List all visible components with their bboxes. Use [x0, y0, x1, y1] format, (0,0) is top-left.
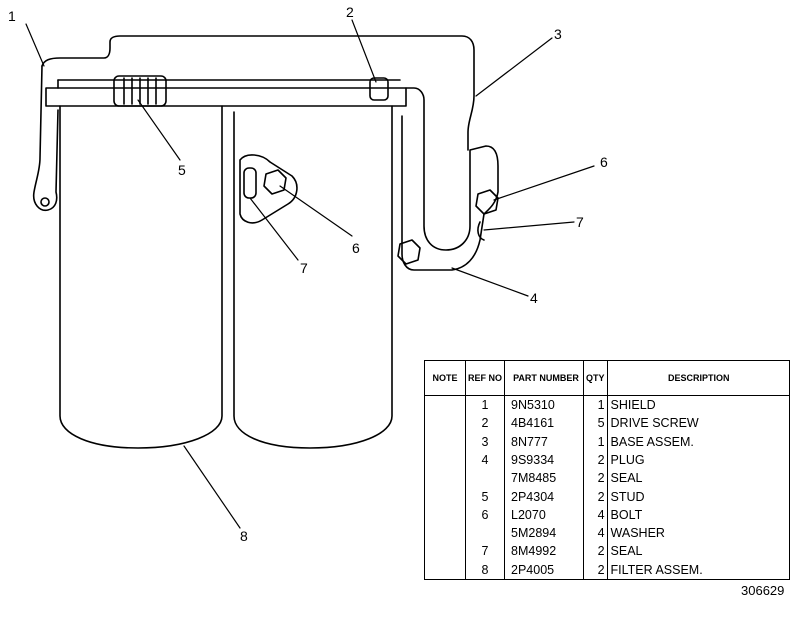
cell-qty: 4: [583, 524, 608, 543]
cell-qty: 1: [583, 395, 608, 415]
cell-qty: 2: [583, 469, 608, 488]
document-number: 306629: [741, 583, 785, 598]
cell-note: [424, 395, 466, 415]
shield: [41, 35, 475, 151]
cell-part: 8N777: [504, 432, 585, 451]
cell-qty: 4: [583, 505, 608, 525]
seal: [243, 167, 257, 199]
housing-bolt-icon: [475, 189, 499, 215]
cell-ref: [465, 524, 506, 543]
base-top-bar: [45, 87, 407, 107]
cell-desc: SHIELD: [610, 398, 656, 413]
cell-part: 2P4005: [504, 560, 585, 580]
cell-ref: 5: [465, 487, 506, 506]
callout-2: 2: [346, 4, 354, 20]
cell-desc: DRIVE SCREW: [610, 416, 699, 431]
cell-part: 8M4992: [504, 542, 585, 561]
cell-desc: BOLT: [610, 507, 643, 522]
base-housing: [401, 87, 499, 271]
callout-1: 1: [8, 8, 16, 24]
cell-part: 9N5310: [504, 395, 585, 415]
cell-part: 4B4161: [504, 414, 585, 433]
cell-part: 2P4304: [504, 487, 585, 506]
cell-note: [424, 524, 466, 543]
cell-qty: 5: [583, 414, 608, 433]
cell-ref: 1: [465, 395, 506, 415]
cell-ref: 4: [465, 450, 506, 470]
cell-note: [424, 487, 466, 506]
housing-bolt-lower-icon: [397, 239, 421, 265]
leader-lines: [25, 19, 595, 529]
parts-table-header: NOTE REF NO PART NUMBER QTY DESCRIPTION: [424, 360, 790, 396]
stud: [113, 75, 167, 107]
cell-part: 5M2894: [504, 524, 585, 543]
callout-4: 4: [530, 290, 538, 306]
cell-note: [424, 469, 466, 488]
callout-6-housing: 6: [600, 154, 608, 170]
cell-desc: BASE ASSEM.: [610, 434, 694, 449]
header-ref-no: REF NO: [465, 360, 506, 396]
callout-7-filter: 7: [300, 260, 308, 276]
callout-5: 5: [178, 162, 186, 178]
cell-note: [424, 450, 466, 470]
housing-seal: [477, 221, 485, 241]
cell-ref: 6: [465, 505, 506, 525]
cell-note: [424, 560, 466, 580]
cell-desc: SEAL: [610, 471, 643, 486]
callout-8: 8: [240, 528, 248, 544]
callout-6-filter: 6: [352, 240, 360, 256]
mounting-bracket: [239, 154, 298, 224]
cell-part: 7M8485: [504, 469, 585, 488]
header-note: NOTE: [424, 360, 466, 396]
cell-qty: 1: [583, 432, 608, 451]
cell-qty: 2: [583, 542, 608, 561]
cell-note: [424, 542, 466, 561]
cell-qty: 2: [583, 560, 608, 580]
cell-note: [424, 505, 466, 525]
parts-list-table: NOTE REF NO PART NUMBER QTY DESCRIPTION …: [424, 360, 790, 580]
header-description: DESCRIPTION: [607, 360, 790, 396]
callout-7-housing: 7: [576, 214, 584, 230]
drive-screw: [369, 77, 389, 101]
cell-part: L2070: [504, 505, 585, 525]
cell-ref: 2: [465, 414, 506, 433]
cell-qty: 2: [583, 450, 608, 470]
header-qty: QTY: [583, 360, 608, 396]
cell-ref: [465, 469, 506, 488]
cell-part: 9S9334: [504, 450, 585, 470]
cell-desc: SEAL: [610, 544, 643, 559]
shield-left-tab: [32, 65, 59, 212]
cell-desc: STUD: [610, 489, 645, 504]
cell-desc: WASHER: [610, 526, 665, 541]
header-part-number: PART NUMBER: [504, 360, 585, 396]
cell-desc: PLUG: [610, 453, 645, 468]
cell-qty: 2: [583, 487, 608, 506]
callout-3: 3: [554, 26, 562, 42]
cell-ref: 7: [465, 542, 506, 561]
cell-note: [424, 432, 466, 451]
cell-note: [424, 414, 466, 433]
filter-element-left: [59, 105, 223, 449]
cell-ref: 8: [465, 560, 506, 580]
shield-tab-hole: [40, 197, 50, 207]
cell-ref: 3: [465, 432, 506, 451]
bolt-icon: [263, 169, 287, 195]
filter-element-right: [233, 105, 393, 449]
cell-desc: FILTER ASSEM.: [607, 560, 790, 580]
